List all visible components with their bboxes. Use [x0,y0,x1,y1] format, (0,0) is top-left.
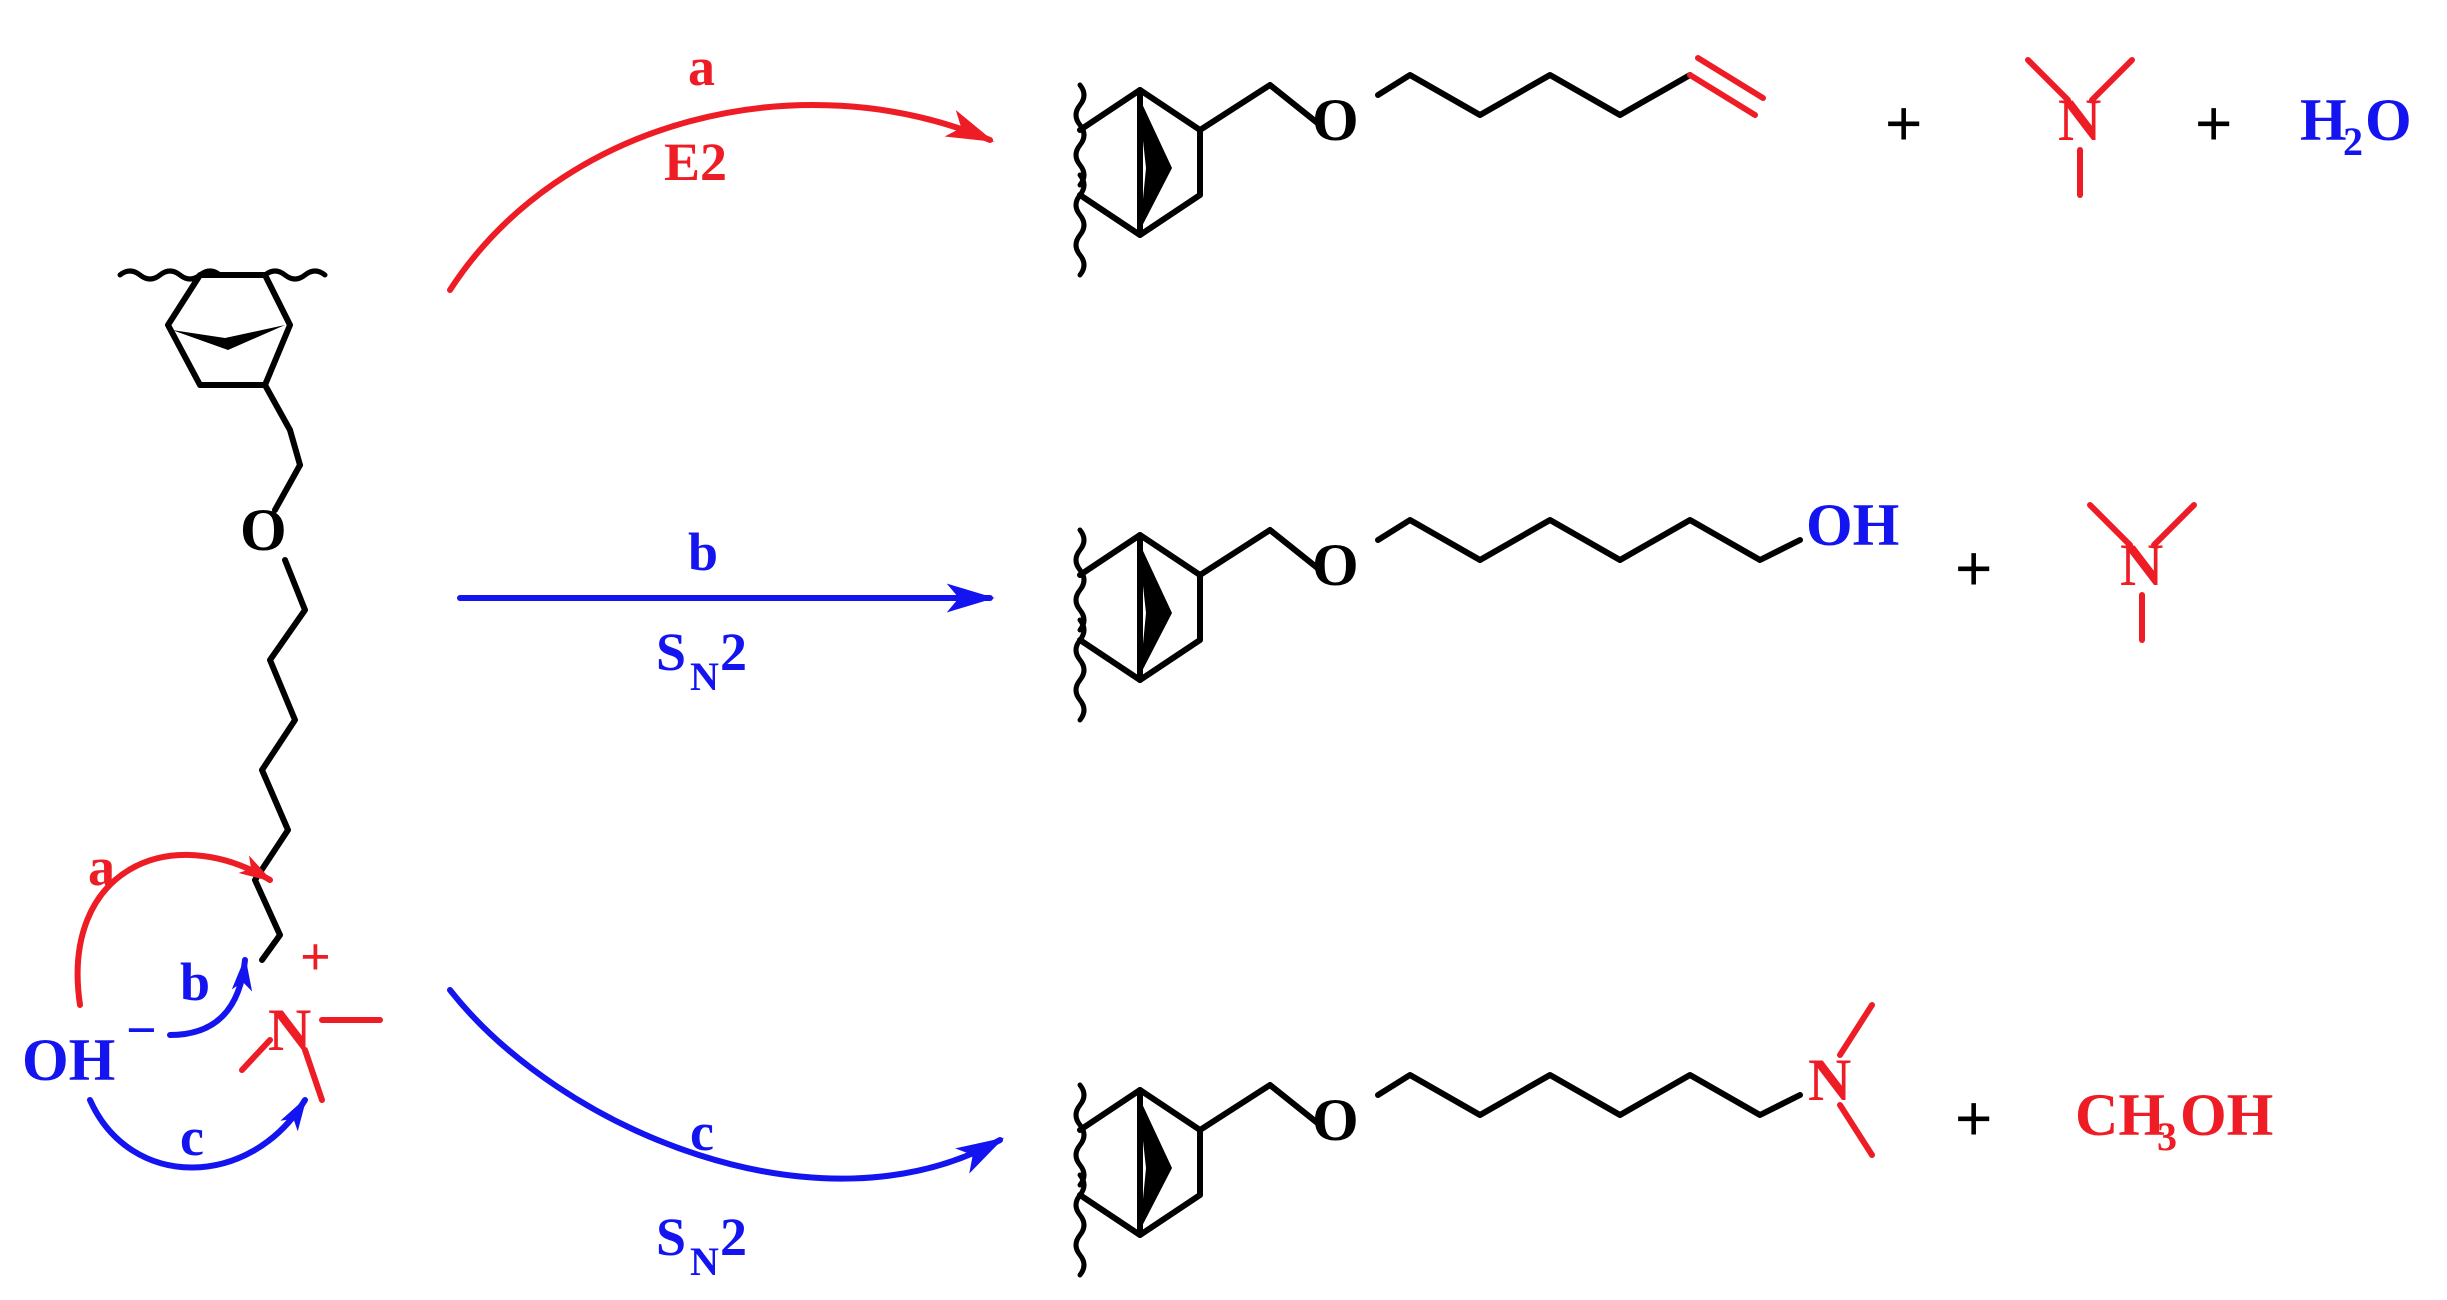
product-c: O N + CH 3 OH [1076,1002,2273,1275]
curved-arrow-c [87,1097,308,1171]
pathway-c-mech-sub: N [690,1239,719,1284]
curved-arrow-b [167,956,253,1038]
pathway-c-mech-2: 2 [720,1207,747,1267]
product-a-plus-2: + [2195,87,2232,159]
product-b-chain [1375,517,1803,563]
product-c-plus: + [1955,1082,1992,1154]
pathway-a-letter: a [688,37,715,97]
alkyl-chain [262,382,303,468]
product-a-amine-n: N [2058,87,2101,153]
product-b-oxygen: O [1312,532,1359,598]
product-c-methyl-down [1837,1102,1875,1158]
pathway-b-arrow: b S N 2 [457,522,995,699]
product-b-norbornane [1076,530,1320,720]
pathway-b-letter: b [688,522,718,582]
positive-charge: + [300,927,331,987]
product-a-oxygen: O [1312,87,1359,153]
bridge-wedge [172,325,285,350]
product-b-amine-bond-2 [2151,502,2197,548]
pentyl-chain [252,557,308,963]
product-a-amine-bond-1 [2025,57,2071,103]
methanol-ch: CH [2075,1082,2165,1148]
pathway-c-arrow: c S N 2 [447,987,1005,1284]
product-b-amine-bond-1 [2087,502,2133,548]
hydroxide-label: OH [22,1027,115,1093]
water-sub: 2 [2343,119,2363,164]
product-a-alkene [1687,72,1758,118]
n-methyl-left [239,1037,273,1073]
product-a-chain [1375,72,1693,118]
product-b-plus: + [1955,532,1992,604]
pathway-b-mech-2: 2 [720,622,747,682]
pathway-b-mech-s: S [656,622,686,682]
pathway-a-mechanism: E2 [664,132,727,192]
pathway-a-arrow: a E2 [447,37,995,293]
pathway-c-mech-s: S [656,1207,686,1267]
water-o: O [2365,87,2412,153]
product-a: O + N + H 2 O [1076,55,2412,275]
curved-arrow-a [74,852,273,1008]
reactant-molecule: O N + OH − a b c [22,268,383,1171]
curved-arrow-b-label: b [180,952,210,1012]
water-h: H [2300,87,2347,153]
curved-arrow-c-label: c [180,1107,204,1167]
curved-arrow-a-label: a [88,837,115,897]
product-a-norbornane [1076,85,1320,275]
reaction-arrow-c [447,987,1005,1182]
product-b-hydroxyl: OH [1806,492,1899,558]
pathway-c-letter: c [690,1102,714,1162]
product-c-nitrogen: N [1808,1047,1851,1113]
product-c-chain [1375,1072,1803,1118]
pathway-b-mech-sub: N [690,654,719,699]
product-c-norbornane [1076,1085,1320,1275]
oxygen-linker [272,462,303,513]
product-a-amine-bond-2 [2089,57,2135,103]
product-a-plus-1: + [1885,87,1922,159]
product-b-amine-n: N [2120,532,2163,598]
n-methyl-down [302,1047,325,1103]
product-a-alkene-double [1695,55,1766,101]
methanol-sub: 3 [2157,1114,2177,1159]
product-c-methyl-up [1837,1002,1875,1058]
negative-charge: − [126,1000,157,1060]
reaction-arrow-a [447,102,995,293]
wavy-bond-right [262,268,328,282]
product-c-oxygen: O [1312,1087,1359,1153]
product-b: O OH + N [1076,492,2197,720]
methanol-oh: OH [2180,1082,2273,1148]
